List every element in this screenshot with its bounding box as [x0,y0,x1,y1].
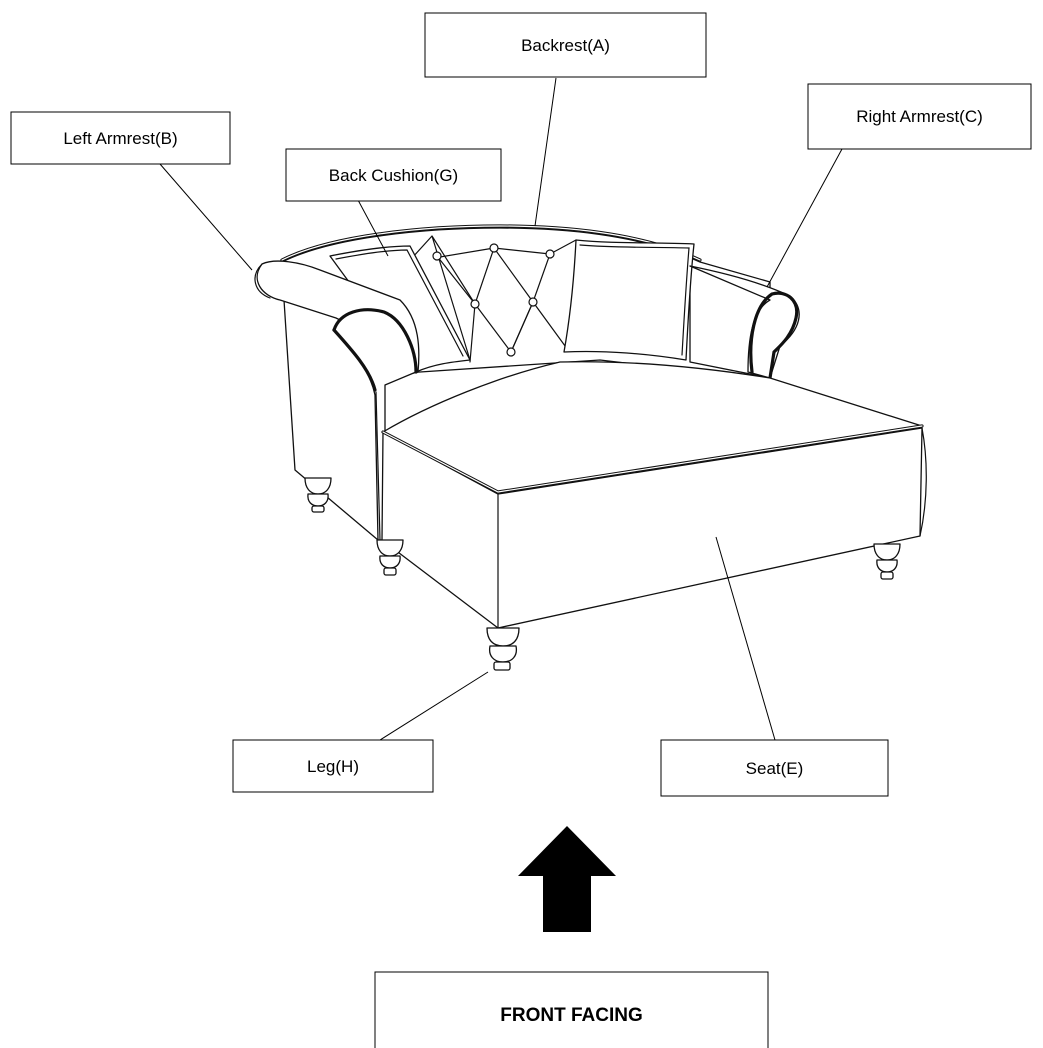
leader-right-armrest [766,148,843,288]
tuft-button [506,347,516,357]
chaise-sofa-illustration [254,224,927,671]
leg-right [873,543,901,580]
leader-leg [379,671,489,741]
leader-back-cushion [357,199,389,257]
label-backrest-text: Backrest(A) [521,36,610,55]
label-leg-text: Leg(H) [307,757,359,776]
leader-left-armrest [159,163,253,271]
tuft-button [432,251,442,261]
tuft-button [528,297,538,307]
label-backrest: Backrest(A) [424,12,707,78]
label-right-armrest: Right Armrest(C) [807,83,1032,150]
label-right-armrest-text: Right Armrest(C) [856,107,983,126]
label-seat-text: Seat(E) [746,759,804,778]
label-seat: Seat(E) [660,739,889,797]
front-facing-label: FRONT FACING [500,1005,643,1026]
leg-front [486,627,520,671]
leg-left-back [304,477,332,513]
tuft-button [545,249,555,259]
leader-lines [159,77,843,741]
label-leg: Leg(H) [232,739,434,793]
tuft-button [470,299,480,309]
label-back-cushion-text: Back Cushion(G) [329,166,458,185]
up-arrow-icon [518,826,616,932]
tufted-backrest [411,235,577,363]
leader-seat [715,536,776,741]
label-back-cushion: Back Cushion(G) [285,148,502,202]
label-left-armrest-text: Left Armrest(B) [63,129,177,148]
tuft-button [489,243,499,253]
seat-top [382,361,923,493]
right-back-cushion [563,239,695,361]
front-facing-box: FRONT FACING [374,971,769,1048]
leader-backrest [534,77,557,227]
leg-left-front [376,539,404,576]
label-left-armrest: Left Armrest(B) [10,111,231,165]
